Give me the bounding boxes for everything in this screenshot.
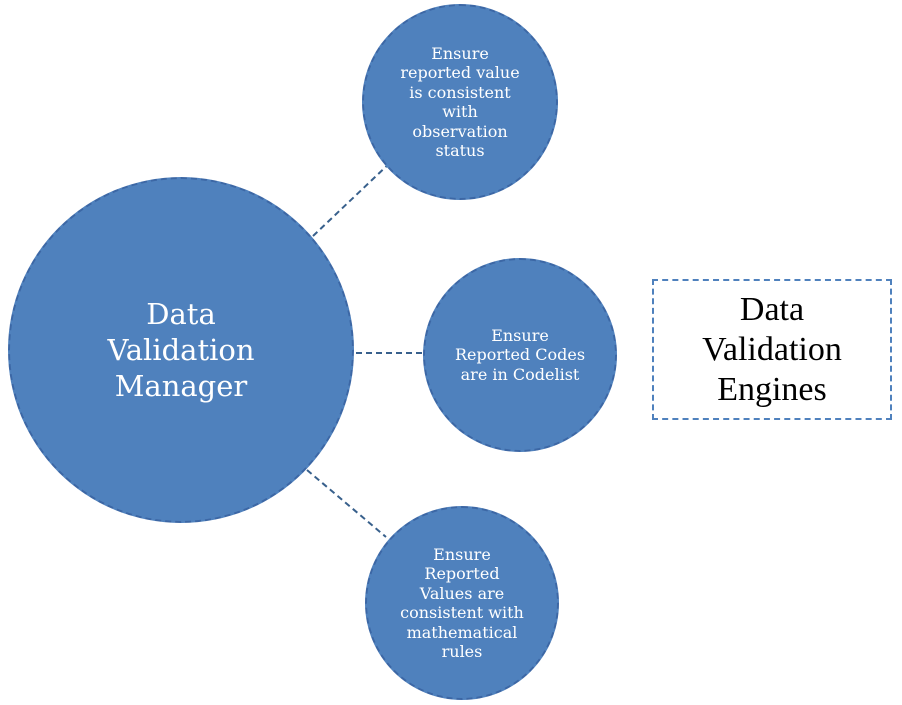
data-validation-manager-circle: Data Validation Manager: [8, 177, 354, 523]
rule-circle-mathematical-rules: Ensure Reported Values are consistent wi…: [365, 506, 559, 700]
connector-manager-to-observation: [312, 159, 394, 237]
rule-circle-codelist: Ensure Reported Codes are in Codelist: [423, 258, 617, 452]
rule-circle-observation-status: Ensure reported value is consistent with…: [362, 4, 558, 200]
data-validation-engines-box: Data Validation Engines: [652, 279, 892, 420]
connector-manager-to-mathrules: [306, 469, 387, 538]
